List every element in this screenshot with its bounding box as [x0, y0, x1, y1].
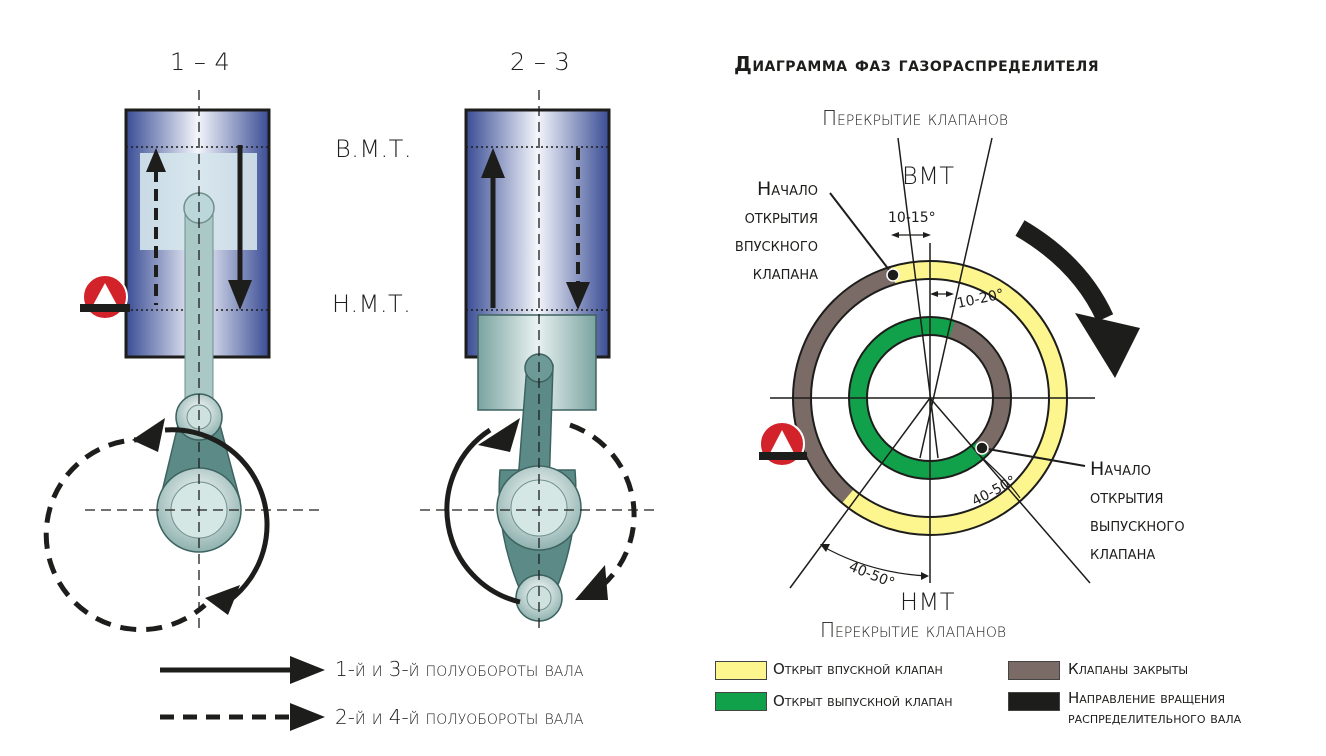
valve-timing-diagram: 10-15° 10-20° 40-50° 40-50°	[770, 137, 1140, 590]
cylinder-2-3	[420, 90, 660, 630]
exhaust-swatch	[715, 692, 767, 711]
tdc-label: В.М.Т.	[335, 135, 412, 163]
legend-intake-label: Открыт впускной клапан	[773, 660, 943, 678]
cylinder-pair-2-3-label: 2 – 3	[510, 48, 571, 76]
legend-exhaust-label: Открыт выпускной клапан	[773, 692, 953, 710]
cylinder-1-4	[43, 90, 320, 633]
bdc-label: Н.М.Т.	[332, 290, 412, 318]
legend-rotation-label: Направление вращения распределительного …	[1068, 689, 1242, 727]
intake-open-marker	[886, 268, 900, 282]
overlap-top-label: Перекрытие клапанов	[822, 106, 1009, 130]
logo-badge	[80, 274, 130, 320]
closed-swatch	[1008, 661, 1060, 680]
rotation-swatch	[1008, 692, 1060, 711]
angle-label-4: 40-50°	[847, 559, 897, 590]
exhaust-open-marker	[975, 441, 989, 455]
legend-closed-label: Клапаны закрыты	[1068, 660, 1189, 678]
intake-open-start-label: Начало открытия впускного клапана	[734, 178, 818, 284]
legend-solid-label: 1-й и 3-й полуобороты вала	[335, 657, 584, 681]
legend-dashed-label: 2-й и 4-й полуобороты вала	[335, 705, 584, 729]
cylinder-pair-1-4-label: 1 – 4	[170, 48, 231, 76]
closed-phase-outer-arc	[793, 266, 896, 503]
engine-cylinders-illustration	[43, 90, 660, 633]
vmt-label: ВМТ	[902, 162, 955, 190]
closed-phase-inner-arc	[948, 320, 1012, 455]
angle-label-1: 10-15°	[888, 210, 936, 226]
overlap-bottom-label: Перекрытие клапанов	[820, 618, 1007, 642]
intake-swatch	[715, 661, 767, 680]
camshaft-rotation-arrow	[1015, 220, 1114, 322]
angle-label-2: 10-20°	[956, 286, 1006, 312]
nmt-label: НМТ	[900, 588, 955, 616]
logo-badge-2	[759, 421, 807, 467]
shaft-legend-arrows	[160, 656, 325, 731]
diagram-title: Диаграмма фаз газораспределителя	[734, 52, 1100, 76]
exhaust-open-start-label: Начало открытия выпускного клапана	[1090, 458, 1185, 564]
